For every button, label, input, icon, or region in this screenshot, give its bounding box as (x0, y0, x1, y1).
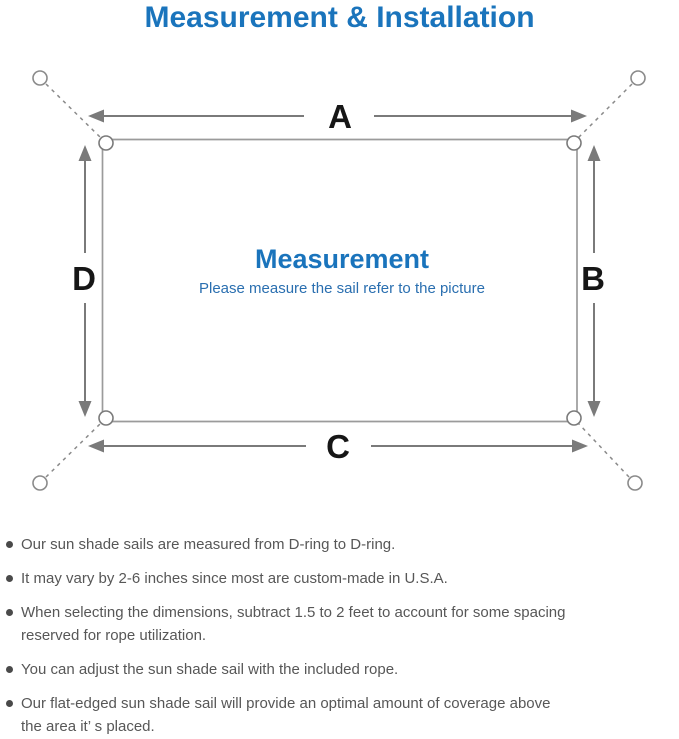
list-item-text: Our flat-edged sun shade sail will provi… (21, 695, 551, 712)
anchor-ring-icon-bottom-right (627, 475, 643, 491)
dimension-arrow-right (587, 145, 601, 417)
tether-line-bottom-right (577, 422, 630, 478)
list-item-text: It may vary by 2-6 inches since most are… (21, 570, 448, 587)
dimension-arrow-left (78, 145, 92, 417)
instruction-list: Our sun shade sails are measured from D-… (6, 533, 674, 739)
list-item: When selecting the dimensions, subtract … (6, 601, 674, 647)
list-item-text: the area it’ s placed. (21, 718, 155, 735)
bullet-dot-icon (6, 541, 13, 548)
list-item: Our flat-edged sun shade sail will provi… (6, 692, 674, 738)
list-item-text: You can adjust the sun shade sail with t… (21, 661, 399, 678)
bullet-dot-icon (6, 666, 13, 673)
d-ring-icon-bottom-right (566, 410, 582, 426)
d-ring-icon-top-right (566, 135, 582, 151)
measurement-heading: Measurement (255, 244, 429, 274)
anchor-ring-icon-top-right (630, 70, 646, 86)
tether-line-top-right (577, 83, 633, 139)
list-item: It may vary by 2-6 inches since most are… (6, 567, 674, 590)
list-item: Our sun shade sails are measured from D-… (6, 533, 674, 556)
measurement-diagram: A C D B Measurement Please measure the s… (32, 70, 646, 491)
bullet-dot-icon (6, 609, 13, 616)
anchor-ring-icon-top-left (32, 70, 48, 86)
tether-line-bottom-left (45, 422, 102, 478)
dimension-label-c: C (326, 428, 350, 465)
bullet-dot-icon (6, 575, 13, 582)
list-item-text: reserved for rope utilization. (21, 627, 207, 644)
d-ring-icon-bottom-left (98, 410, 114, 426)
measurement-caption: Please measure the sail refer to the pic… (199, 280, 485, 297)
list-item-text: When selecting the dimensions, subtract … (21, 604, 566, 621)
page-title: Measurement & Installation (144, 1, 535, 34)
dimension-arrow-bottom (88, 439, 588, 453)
sail-outline (101, 138, 578, 423)
d-ring-icon-top-left (98, 135, 114, 151)
dimension-label-b: B (581, 260, 605, 297)
bullet-dot-icon (6, 700, 13, 707)
anchor-ring-icon-bottom-left (32, 475, 48, 491)
dimension-arrow-top (88, 109, 587, 123)
dimension-label-a: A (328, 98, 352, 135)
tether-line-top-left (45, 83, 102, 139)
list-item-text: Our sun shade sails are measured from D-… (21, 536, 396, 553)
list-item: You can adjust the sun shade sail with t… (6, 658, 674, 681)
dimension-label-d: D (72, 260, 96, 297)
